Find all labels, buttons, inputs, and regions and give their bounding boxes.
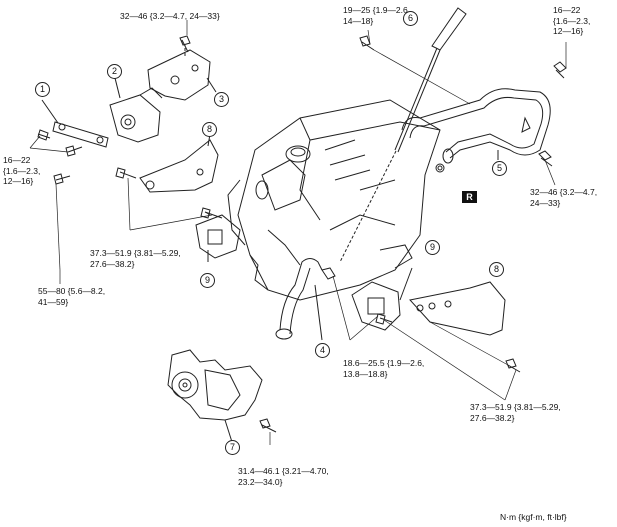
- part-9-mount-left: [195, 214, 241, 262]
- part-2-bracket: [109, 77, 163, 143]
- callout-part-9-right: 9: [425, 240, 440, 255]
- engine-block: [227, 99, 441, 301]
- torque-spec-dipstick-bolt: 19—25 {1.9—2.6, 14—18}: [343, 5, 411, 26]
- torque-spec-bracket-bolt: 32—46 {3.2—4.7, 24—33}: [120, 11, 220, 21]
- part-8-hanger-lower: [409, 281, 521, 373]
- units-note: N·m {kgf·m, ft·lbf}: [500, 512, 567, 522]
- callout-part-4: 4: [315, 343, 330, 358]
- callout-part-1: 1: [35, 82, 50, 97]
- torque-spec-lower-bolt: 55—80 {5.6—8.2, 41—59}: [38, 286, 106, 307]
- torque-spec-pipe-bolt-upper: 16—22 {1.6—2.3, 12—16}: [553, 5, 591, 36]
- callout-part-8-upper: 8: [202, 122, 217, 137]
- callout-part-5: 5: [492, 161, 507, 176]
- torque-spec-waterpump-bolt: 31.4—46.1 {3.21—4.70, 23.2—34.0}: [238, 466, 329, 487]
- bolts-left: [37, 35, 223, 271]
- part-5-pipe: [401, 61, 567, 173]
- torque-spec-strap-bolt: 16—22 {1.6—2.3, 12—16}: [3, 155, 41, 186]
- replace-marker: R: [462, 191, 477, 203]
- leader-lines: [29, 20, 567, 445]
- torque-spec-pipe-bolt-lower: 32—46 {3.2—4.7, 24—33}: [530, 187, 598, 208]
- part-3-bracket: [147, 45, 217, 101]
- callout-part-3: 3: [214, 92, 229, 107]
- part-4-waterpipe: [275, 258, 336, 341]
- part-7-waterpump: [167, 349, 277, 443]
- part-9-mount-right: [351, 267, 413, 331]
- part-1-strap: [41, 99, 109, 148]
- torque-spec-hanger-bolt-upper: 37.3—51.9 {3.81—5.29, 27.6—38.2}: [90, 248, 181, 269]
- part-8-hanger-upper: [139, 133, 219, 193]
- callout-part-6: 6: [403, 11, 418, 26]
- callout-part-7: 7: [225, 440, 240, 455]
- torque-spec-hanger-bolt-lower: 37.3—51.9 {3.81—5.29, 27.6—38.2}: [470, 402, 561, 423]
- callout-part-9-left: 9: [200, 273, 215, 288]
- callout-part-8-lower: 8: [489, 262, 504, 277]
- torque-spec-waterpipe-bolt: 18.6—25.5 {1.9—2.6, 13.8—18.8}: [343, 358, 425, 379]
- part-6-dipstick: [339, 7, 471, 263]
- callout-part-2: 2: [107, 64, 122, 79]
